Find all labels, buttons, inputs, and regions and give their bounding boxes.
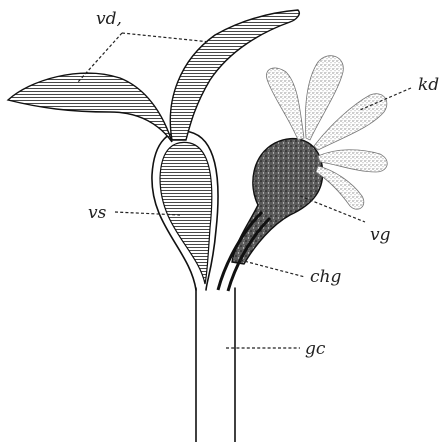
label-gc: gc (305, 339, 326, 359)
label-vd: vd, (96, 9, 122, 29)
label-chg: chg (310, 267, 341, 287)
label-vg: vg (370, 225, 391, 245)
granule-vesicle (232, 139, 323, 264)
label-vs: vs (88, 203, 107, 223)
leader-lines (78, 33, 411, 348)
label-kd: kd (418, 75, 439, 95)
common-canal (196, 288, 235, 442)
vas-deferens-left (8, 73, 172, 142)
